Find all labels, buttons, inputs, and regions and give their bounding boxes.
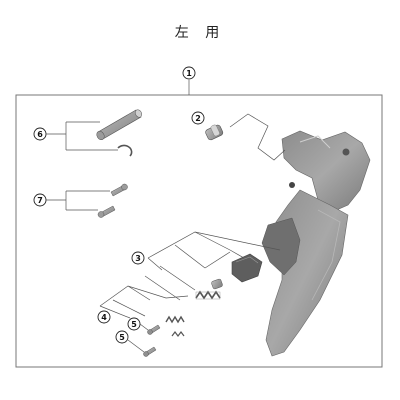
part-5-screw-a	[147, 324, 161, 335]
callout-5-lower-number: 5	[119, 333, 125, 342]
callout-5-upper-number: 5	[131, 320, 137, 329]
part-2-barrel	[205, 124, 224, 141]
part-6-pin	[96, 109, 143, 141]
brake-lever-body	[261, 130, 371, 357]
callout-4-number: 4	[101, 313, 107, 322]
part-2-leader	[229, 113, 286, 161]
part-6-circlip	[117, 144, 133, 157]
callout-6-number: 6	[37, 130, 43, 139]
part-3-bushing	[211, 278, 223, 290]
callout-3: 3	[131, 251, 145, 265]
callout-5-upper: 5	[127, 317, 149, 331]
part-5-screw-b	[143, 346, 157, 357]
diagram-title: 左 用	[174, 25, 226, 41]
part-3-exploded-group	[144, 231, 281, 301]
part-4-spring-group	[99, 285, 189, 337]
part-7-screw-b	[97, 205, 116, 218]
assembly-frame	[15, 94, 383, 368]
callout-3-number: 3	[135, 254, 141, 263]
callout-2: 2	[191, 111, 205, 125]
callout-7-number: 7	[37, 196, 43, 205]
part-4-spring-small	[171, 331, 185, 337]
callout-5-lower: 5	[115, 330, 145, 353]
callout-6: 6	[33, 121, 118, 151]
callout-2-number: 2	[195, 114, 201, 123]
callout-4: 4	[97, 310, 111, 324]
part-4-spring	[165, 315, 185, 324]
part-3-spring	[195, 290, 221, 300]
callout-1: 1	[182, 66, 196, 80]
callout-7: 7	[33, 190, 110, 211]
callout-1-number: 1	[186, 69, 192, 78]
part-7-screw-a	[110, 183, 128, 197]
